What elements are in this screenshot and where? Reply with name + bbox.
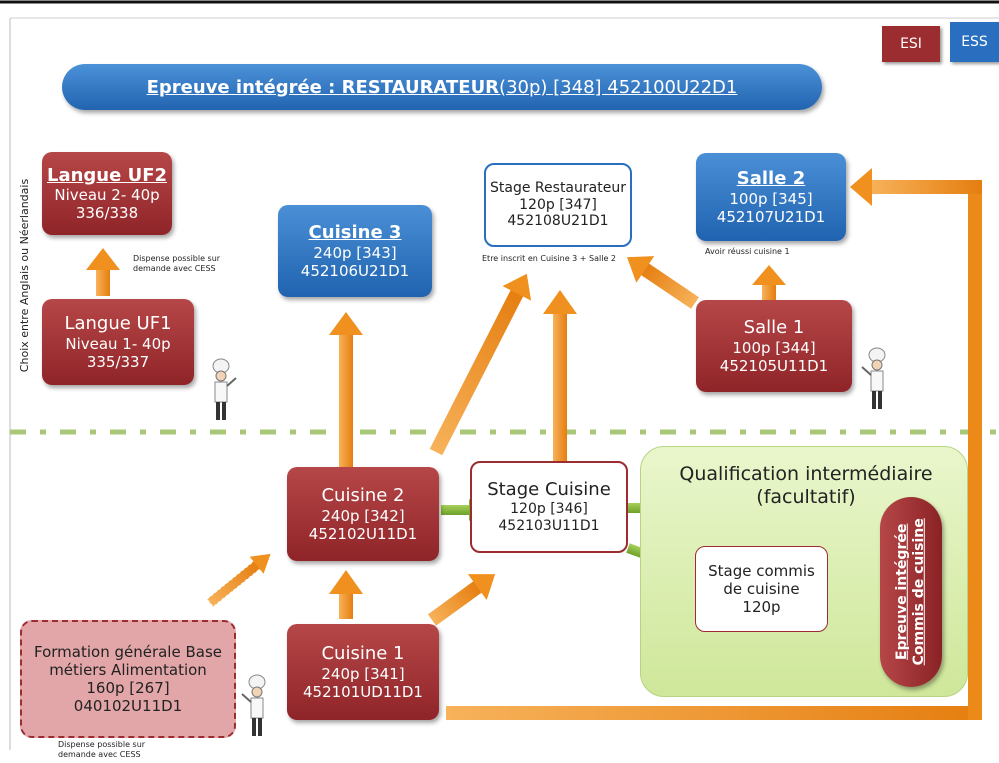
cuisine3-title: Cuisine 3	[308, 222, 402, 244]
cuisine3-box: Cuisine 3 240p [343] 452106U21D1	[278, 205, 432, 297]
title-suffix: (30p) [348] 452100U22D1	[499, 76, 738, 98]
note-formation: Dispense possible sur demande avec CESS	[58, 740, 145, 759]
cuisine2-title: Cuisine 2	[321, 485, 405, 507]
salle1-box: Salle 1 100p [344] 452105U11D1	[696, 300, 852, 392]
formation-box: Formation générale Base métiers Alimenta…	[20, 620, 236, 738]
title-prefix: Epreuve intégrée : RESTAURATEUR	[146, 76, 500, 98]
epreuve-commis-pill: Epreuve intégrée Commis de cuisine	[880, 497, 942, 687]
salle1-code: 452105U11D1	[719, 356, 829, 375]
salle1-hours: 100p [344]	[732, 338, 816, 357]
arrow-salle1-to-salle2	[752, 265, 786, 300]
cuisine1-hours: 240p [341]	[321, 664, 405, 683]
arrow-formation-to-cuisine2	[206, 553, 271, 608]
arrow-cuisine2-to-cuisine3	[329, 312, 363, 469]
side-label: Choix entre Anglais ou Néerlandais	[16, 150, 34, 400]
salle2-code: 452107U21D1	[716, 207, 826, 226]
arrow-cuisine1-to-salle2	[446, 168, 982, 720]
stage-cuisine-code: 452103U11D1	[498, 517, 600, 534]
note-salle2: Avoir réussi cuisine 1	[705, 247, 790, 256]
salle2-hours: 100p [345]	[729, 189, 813, 208]
arrow-stage-cuisine-to-stage-restaurateur	[543, 290, 577, 467]
side-label-text: Choix entre Anglais ou Néerlandais	[18, 178, 32, 372]
langue-uf2-title: Langue UF2	[46, 164, 168, 186]
cuisine1-title: Cuisine 1	[321, 643, 405, 665]
chef-figure-icon	[861, 347, 886, 409]
epreuve-commis-line1: Epreuve intégrée	[894, 523, 911, 661]
salle2-box: Salle 2 100p [345] 452107U21D1	[696, 153, 846, 241]
arrow-langue-uf1-to-uf2	[86, 248, 120, 296]
formation-code: 040102U11D1	[73, 697, 183, 715]
note-formation-line2: demande avec CESS	[58, 749, 141, 759]
qualification-heading: Qualification intermédiaire (facultatif)	[661, 463, 951, 509]
salle1-title: Salle 1	[743, 317, 805, 339]
title-banner: Epreuve intégrée : RESTAURATEUR (30p) [3…	[62, 64, 822, 110]
note-langue-line1: Dispense possible sur	[133, 254, 221, 263]
note-langue-line2: demande avec CESS	[133, 263, 216, 273]
cuisine3-hours: 240p [343]	[313, 243, 397, 262]
stage-commis-line1: Stage commis	[708, 562, 815, 580]
stage-restaurateur-code: 452108U21D1	[507, 213, 609, 230]
note-langue: Dispense possible sur demande avec CESS	[133, 254, 220, 273]
langue-uf1-title: Langue UF1	[64, 313, 172, 335]
esi-tag: ESI	[882, 26, 940, 62]
arrow-cuisine2-to-stage-restaurateur	[429, 273, 532, 456]
note-restaurateur: Etre inscrit en Cuisine 3 + Salle 2	[482, 254, 617, 263]
chef-figure-icon	[212, 358, 237, 420]
epreuve-commis-line2: Commis de cuisine	[911, 518, 927, 666]
cuisine2-box: Cuisine 2 240p [342] 452102U11D1	[287, 467, 439, 561]
formation-hours: 160p [267]	[86, 679, 170, 697]
cuisine1-box: Cuisine 1 240p [341] 452101UD11D1	[287, 624, 439, 720]
formation-line2: métiers Alimentation	[49, 661, 207, 679]
salle2-title: Salle 2	[736, 168, 806, 190]
stage-cuisine-title: Stage Cuisine	[487, 479, 611, 501]
langue-uf1-code: 335/337	[86, 352, 150, 371]
qualification-line1: Qualification intermédiaire	[679, 463, 933, 485]
stage-restaurateur-hours: 120p [347]	[519, 196, 597, 213]
langue-uf2-level: Niveau 2- 40p	[54, 186, 160, 205]
note-formation-line1: Dispense possible sur	[58, 740, 146, 749]
arrow-cuisine1-to-cuisine2	[329, 570, 363, 619]
cuisine1-code: 452101UD11D1	[303, 682, 423, 701]
formation-line1: Formation générale Base	[33, 643, 222, 661]
stage-restaurateur-box: Stage Restaurateur 120p [347] 452108U21D…	[484, 163, 632, 247]
arrow-cuisine1-to-stage-cuisine	[427, 574, 496, 626]
stage-commis-hours: 120p	[742, 598, 781, 616]
ess-tag: ESS	[950, 22, 999, 62]
cuisine2-code: 452102U11D1	[308, 524, 418, 543]
cuisine3-code: 452106U21D1	[300, 261, 410, 280]
qualification-line2: (facultatif)	[756, 485, 856, 508]
langue-uf2-code: 336/338	[75, 204, 139, 223]
stage-cuisine-hours: 120p [346]	[510, 501, 588, 517]
cuisine2-hours: 240p [342]	[321, 506, 405, 525]
langue-uf2-box: Langue UF2 Niveau 2- 40p 336/338	[42, 152, 172, 235]
chef-figure-icon	[241, 674, 266, 736]
stage-restaurateur-title: Stage Restaurateur	[490, 179, 626, 196]
langue-uf1-level: Niveau 1- 40p	[65, 334, 171, 353]
langue-uf1-box: Langue UF1 Niveau 1- 40p 335/337	[42, 299, 194, 385]
stage-cuisine-box: Stage Cuisine 120p [346] 452103U11D1	[470, 461, 628, 553]
arrow-salle1-to-stage-restaurateur	[627, 256, 699, 309]
stage-commis-line2: de cuisine	[723, 580, 800, 598]
stage-commis-box: Stage commis de cuisine 120p	[695, 546, 828, 632]
